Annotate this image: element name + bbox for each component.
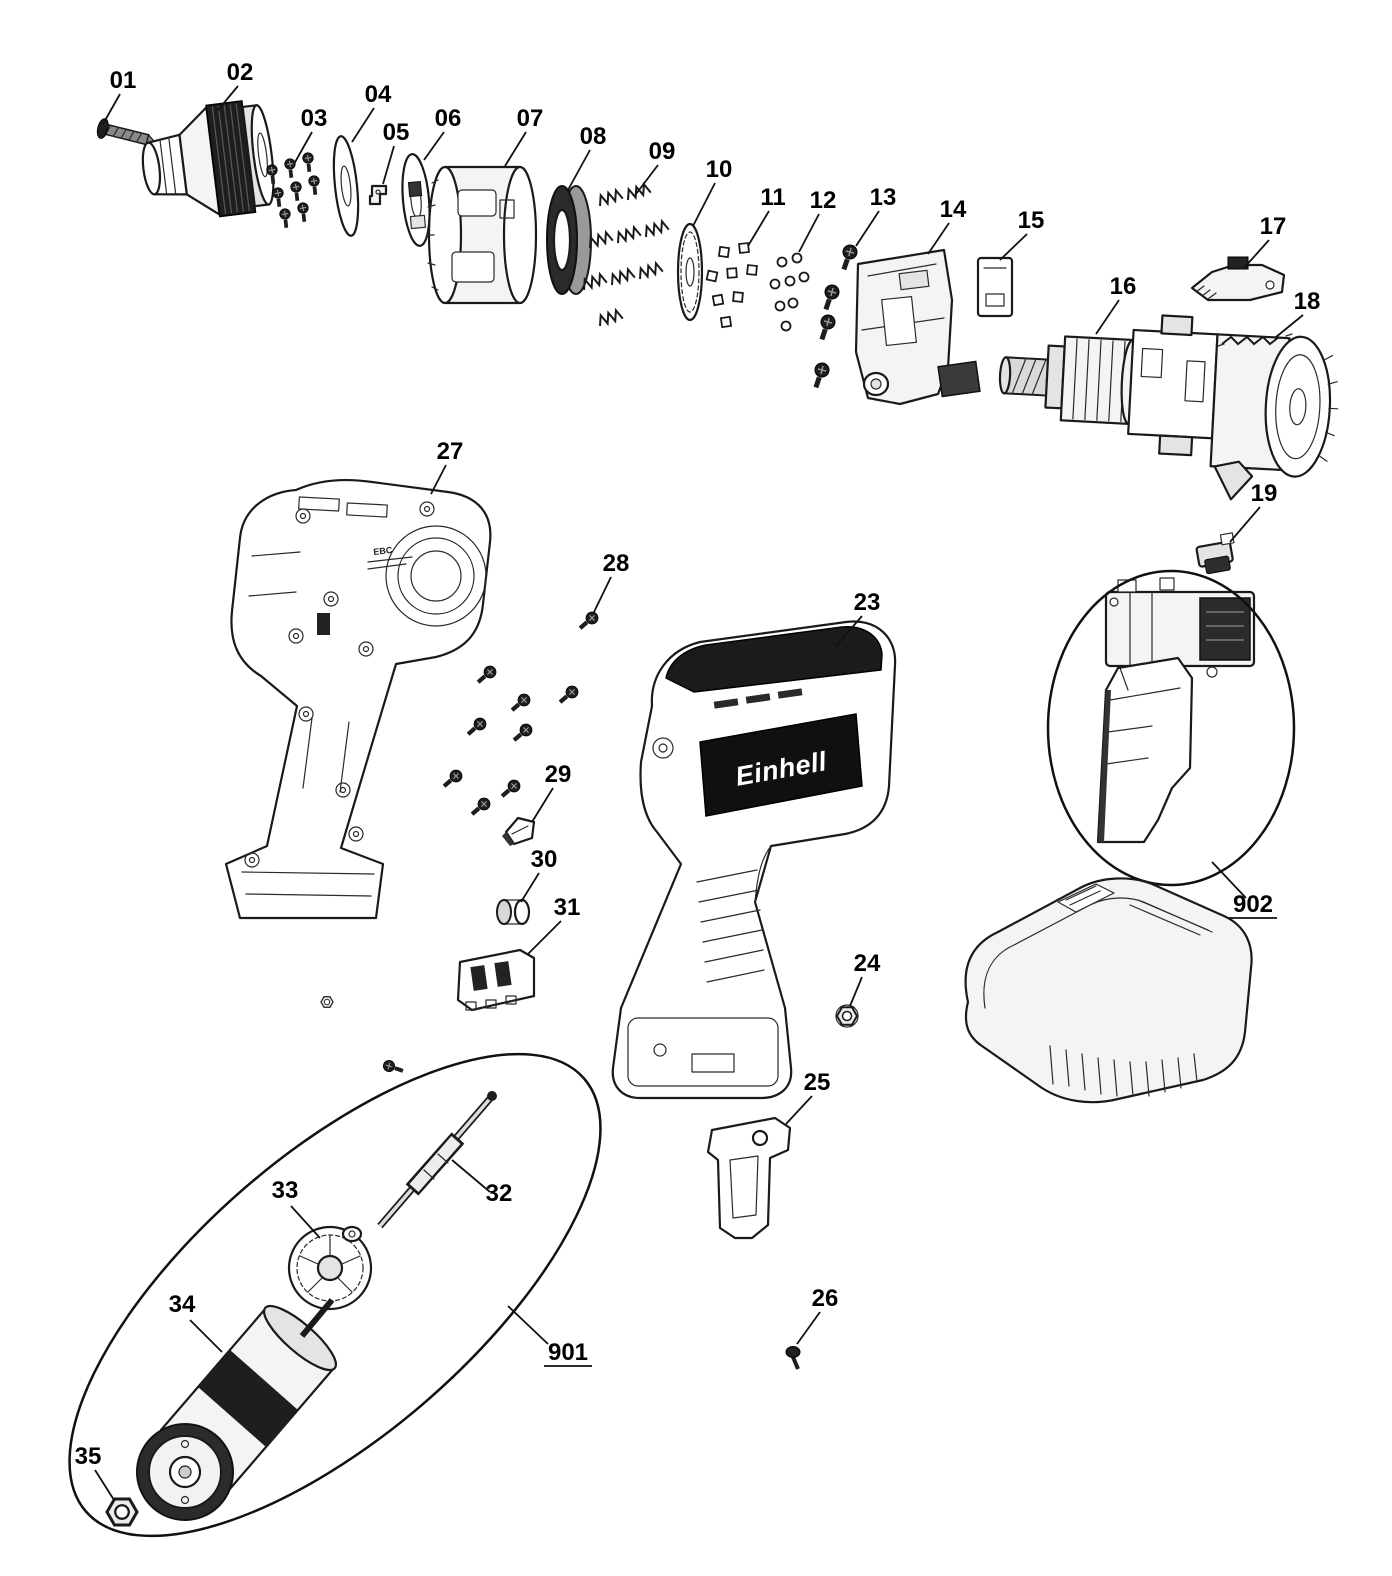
part-label-05: 05 (383, 119, 410, 146)
part-10-toothed-disc (676, 222, 704, 322)
part-06-disc (401, 153, 431, 247)
part-label-07: 07 (517, 105, 544, 132)
part-label-28: 28 (603, 550, 630, 577)
part-label-18: 18 (1294, 288, 1321, 315)
part-label-06: 06 (435, 105, 462, 132)
part-25-belt-clip (706, 1116, 792, 1240)
part-13-screws (806, 242, 862, 387)
part-18-spring (1217, 333, 1293, 347)
part-label-12: 12 (810, 187, 837, 214)
battery-pack (964, 877, 1253, 1104)
part-11-pins (705, 242, 758, 328)
part-label-25: 25 (804, 1069, 831, 1096)
part-label-03: 03 (301, 105, 328, 132)
group-label-901: 901 (548, 1339, 588, 1366)
part-label-02: 02 (227, 59, 254, 86)
part-label-34: 34 (169, 1291, 196, 1318)
part-number-labels: 01 02 03 04 05 06 07 08 09 10 11 12 13 1… (75, 59, 1321, 1470)
part-label-32: 32 (486, 1180, 513, 1207)
part-32-shaft (377, 1091, 497, 1229)
part-31-terminal-block (456, 948, 536, 1012)
part-label-01: 01 (110, 67, 137, 94)
group-902-ellipse (1046, 569, 1296, 887)
part-label-13: 13 (870, 184, 897, 211)
part-12-balls (769, 252, 810, 332)
part-14-shift-housing (854, 248, 954, 406)
part-05-clip (368, 184, 388, 206)
part-label-31: 31 (554, 894, 581, 921)
part-label-11: 11 (760, 184, 785, 211)
part-15-pad (937, 360, 981, 398)
part-label-09: 09 (649, 138, 676, 165)
part-09-springs (579, 182, 670, 327)
part-label-15: 15 (1018, 207, 1045, 234)
group-label-902: 902 (1233, 891, 1273, 918)
part-26-screw (785, 1346, 801, 1370)
part-label-16: 16 (1110, 273, 1137, 300)
part-label-23: 23 (854, 589, 881, 616)
part-17-selector-slide (1190, 256, 1286, 302)
part-04-washer (332, 135, 360, 237)
part-15-plate (976, 256, 1014, 318)
part-16-gearbox-assembly (998, 314, 1339, 501)
part-label-30: 30 (531, 846, 558, 873)
part-23-housing-right: Einhell (611, 620, 897, 1100)
part-29-clip (502, 816, 536, 846)
part-27-housing-left: EBC (224, 478, 492, 920)
part-01-screw (96, 118, 156, 146)
part-33-fan-gear (287, 1225, 373, 1311)
part-35-nut (105, 1497, 139, 1527)
part-30-button (496, 898, 531, 926)
part-label-19: 19 (1251, 480, 1278, 507)
group-901-ellipse (68, 1052, 602, 1538)
part-label-29: 29 (545, 761, 572, 788)
part-label-14: 14 (940, 196, 967, 223)
part-34-motor (136, 1298, 338, 1521)
part-07-gear-ring-housing (426, 165, 538, 305)
housing-marking: EBC (373, 545, 394, 557)
part-label-35: 35 (75, 1443, 102, 1470)
leader-lines (94, 85, 1304, 1501)
part-label-33: 33 (272, 1177, 299, 1204)
part-label-04: 04 (365, 81, 392, 108)
part-label-27: 27 (437, 438, 464, 465)
switch-assembly (1096, 577, 1256, 844)
part-label-10: 10 (706, 156, 733, 183)
part-24-nut (835, 1004, 859, 1028)
part-label-24: 24 (854, 950, 881, 977)
part-label-26: 26 (812, 1285, 839, 1312)
part-label-08: 08 (580, 123, 607, 150)
part-label-17: 17 (1260, 213, 1287, 240)
part-02-chuck (141, 100, 275, 218)
